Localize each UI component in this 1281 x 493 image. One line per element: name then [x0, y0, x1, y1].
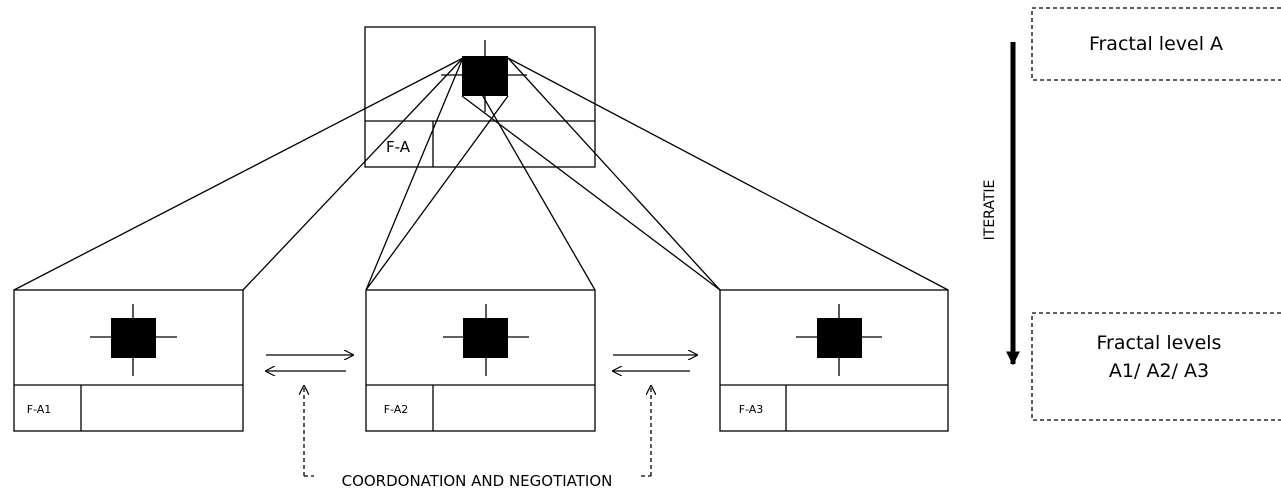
iteration-label: ITERATIE: [982, 180, 998, 241]
iteration-indicator: ITERATIE: [982, 42, 1020, 366]
child-box: [365, 289, 596, 432]
child-node-icon: [796, 304, 882, 376]
connector-to-a1-left: [13, 57, 464, 291]
child-label-a2: F-A2: [384, 403, 409, 416]
connector-cross-a: [365, 95, 509, 291]
connector-to-a3-right: [507, 57, 949, 291]
connector-to-a1-right: [242, 57, 464, 291]
child-fractal-a3: F-A3: [719, 289, 949, 432]
connector-cross-b: [461, 95, 721, 291]
parent-fractal: F-A: [364, 26, 596, 168]
child-node-icon: [90, 304, 177, 376]
level-legend-bottom: Fractal levels A1/ A2/ A3: [1031, 312, 1281, 421]
exchange-arrows-a2-a3: [613, 355, 697, 371]
child-label-a1: F-A1: [27, 403, 52, 416]
child-fractal-a2: F-A2: [365, 289, 596, 432]
child-fractal-a1: F-A1: [13, 289, 244, 432]
parent-box: [364, 26, 596, 168]
child-box: [13, 289, 244, 432]
parent-label: F-A: [386, 138, 411, 156]
parent-node-icon: [441, 40, 527, 112]
exchange-arrows-a1-a2: [266, 355, 353, 371]
level-bottom-label-line2: A1/ A2/ A3: [1109, 360, 1209, 382]
child-node-icon: [443, 304, 529, 376]
coordination-connector: [304, 386, 651, 477]
coordination-label: COORDONATION AND NEGOTIATION: [342, 472, 613, 490]
child-box: [719, 289, 949, 432]
connector-to-a2-left: [365, 59, 463, 291]
child-label-a3: F-A3: [739, 403, 764, 416]
level-bracket-bottom: [1031, 312, 1281, 421]
level-bottom-label-line1: Fractal levels: [1097, 332, 1222, 354]
level-legend-top: Fractal level A: [1031, 7, 1281, 81]
connector-lines: [13, 57, 949, 291]
connector-to-a3-left: [507, 57, 721, 291]
level-top-label: Fractal level A: [1089, 33, 1223, 55]
connector-to-a2-right: [461, 59, 596, 291]
